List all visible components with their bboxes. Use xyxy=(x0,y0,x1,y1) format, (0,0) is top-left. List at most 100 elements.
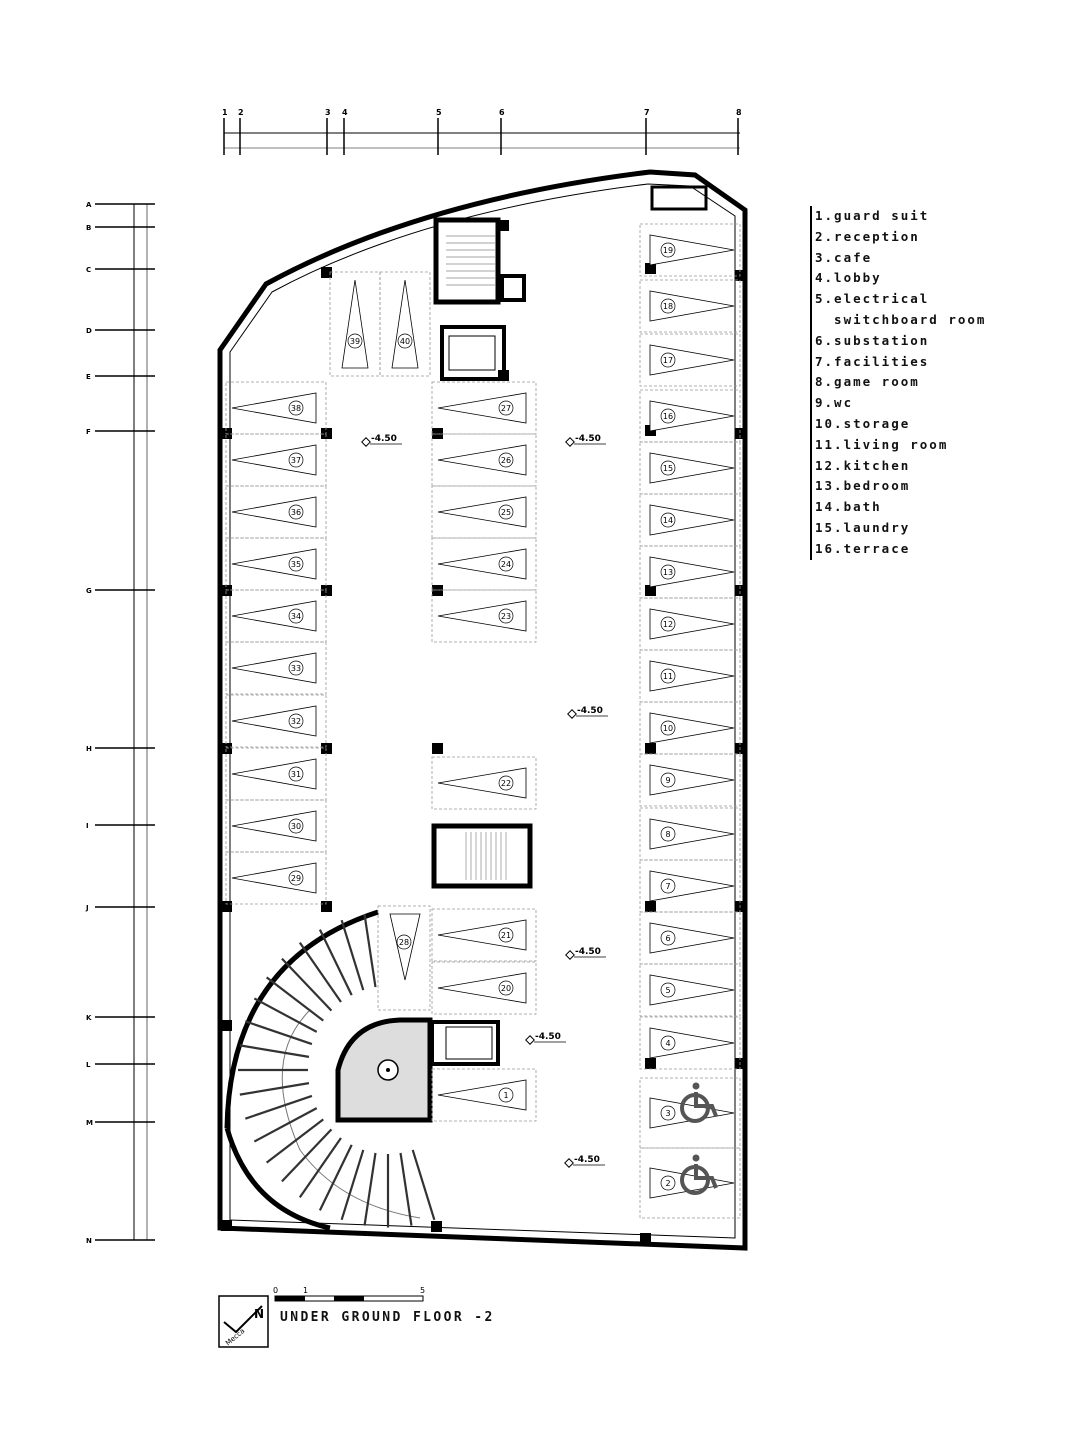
parking-bay-outline xyxy=(379,271,431,377)
ramp-stroke xyxy=(244,1094,313,1120)
parking-spot: 39 xyxy=(329,271,381,377)
ramp-stroke xyxy=(318,1144,353,1211)
parking-spot: 8 xyxy=(639,807,741,861)
spiral-ramp-outer xyxy=(224,909,379,1129)
ramp-stroke xyxy=(253,997,318,1033)
parking-spot: 30 xyxy=(225,799,327,853)
spot-number: 25 xyxy=(501,508,511,517)
legend-item: 1.guard suit xyxy=(815,208,930,223)
row-grid-label: J xyxy=(85,904,89,912)
spot-number: 3 xyxy=(665,1109,670,1118)
level-label: -4.50 xyxy=(575,947,601,957)
spot-number: 10 xyxy=(663,724,673,733)
parking-wedge xyxy=(231,862,317,894)
spot-number-circle xyxy=(660,982,676,998)
parking-spot: 13 xyxy=(639,545,741,599)
spot-number: 4 xyxy=(665,1039,670,1048)
parking-spot: 23 xyxy=(431,589,537,643)
parking-spot: 10 xyxy=(639,701,741,755)
column xyxy=(735,585,746,596)
wheelchair-head xyxy=(692,1082,700,1090)
spot-number: 7 xyxy=(665,882,670,891)
ramp-stroke xyxy=(244,1020,313,1046)
legend-item: 5.electrical switchboard room xyxy=(815,291,987,327)
spot-number-circle xyxy=(288,713,304,729)
spot-number: 12 xyxy=(663,620,673,629)
column-grid-label: 5 xyxy=(436,108,442,117)
spot-number: 2 xyxy=(665,1179,670,1188)
legend-item: 9.wc xyxy=(815,395,854,411)
column xyxy=(221,1020,232,1031)
parking-wedge xyxy=(649,400,735,432)
parking-wedge xyxy=(649,870,735,902)
spot-number-circle xyxy=(288,870,304,886)
parking-spot: 27 xyxy=(431,381,537,435)
column xyxy=(221,901,232,912)
spot-number-circle xyxy=(660,1175,676,1191)
row-grid-label: E xyxy=(86,373,91,381)
spot-number: 38 xyxy=(291,404,301,413)
ramp-stroke xyxy=(340,919,365,991)
parking-spot: 32 xyxy=(225,694,327,748)
parking-spot: 36 xyxy=(225,485,327,539)
spot-number: 20 xyxy=(501,984,511,993)
outer-wall xyxy=(217,169,748,1251)
spot-number: 18 xyxy=(663,302,673,311)
parking-spot: 29 xyxy=(225,851,327,905)
north-compass: Mecca N xyxy=(218,1295,269,1348)
parking-wedge xyxy=(649,504,735,536)
spot-number: 6 xyxy=(665,934,670,943)
parking-spot: 20 xyxy=(431,961,537,1015)
row-grid-label: G xyxy=(86,587,92,595)
legend-item: 8.game room xyxy=(815,374,920,390)
spot-number-circle xyxy=(288,400,304,416)
legend-item: 11.living room xyxy=(815,436,949,452)
wheelchair-head xyxy=(692,1154,700,1162)
spot-number-circle xyxy=(660,1105,676,1121)
wheelchair-body xyxy=(694,1164,718,1189)
scale-label-1: 1 xyxy=(303,1286,308,1295)
column xyxy=(735,1058,746,1069)
ramp-stroke xyxy=(298,941,342,1003)
legend-item: 13.bedroom xyxy=(815,478,911,494)
spot-number: 8 xyxy=(665,830,670,839)
parking-spot: 19 xyxy=(639,223,741,277)
spot-number-circle xyxy=(288,766,304,782)
parking-bay-outline xyxy=(639,1147,741,1219)
column xyxy=(321,585,332,596)
parking-spot: 12 xyxy=(639,597,741,651)
legend-item: 12.kitchen xyxy=(815,457,911,473)
ramp-stroke xyxy=(340,1149,365,1221)
parking-wedge xyxy=(649,290,735,322)
row-grid-label: L xyxy=(86,1061,91,1069)
ramp-stroke xyxy=(399,1152,413,1226)
column-grid-label: 7 xyxy=(644,108,650,117)
parking-wedge xyxy=(649,818,735,850)
spot-number: 40 xyxy=(400,337,410,346)
spot-number: 36 xyxy=(291,508,301,517)
parking-wedge xyxy=(649,712,735,744)
column xyxy=(432,585,443,596)
spot-number: 29 xyxy=(291,874,301,883)
parking-spot: 37 xyxy=(225,433,327,487)
ramp-stroke xyxy=(363,914,377,988)
spot-number-circle xyxy=(660,878,676,894)
spot-number: 35 xyxy=(291,560,301,569)
ramp-stroke xyxy=(363,1152,377,1226)
spot-number: 32 xyxy=(291,717,301,726)
row-grid-label: F xyxy=(86,428,91,436)
level-label: -4.50 xyxy=(371,434,397,444)
level-label: -4.50 xyxy=(574,1155,600,1165)
parking-wedge xyxy=(437,919,527,951)
row-grid-label: N xyxy=(86,1237,92,1245)
parking-wedge xyxy=(649,974,735,1006)
ramp-area xyxy=(650,185,708,211)
spot-number: 30 xyxy=(291,822,301,831)
parking-bay-outline xyxy=(639,333,741,387)
parking-wedge xyxy=(391,279,419,369)
level-markers: -4.50-4.50-4.50-4.50-4.50-4.50 xyxy=(361,434,608,1168)
spot-number: 33 xyxy=(291,664,301,673)
parking-spot: 6 xyxy=(639,911,741,965)
parking-bay-outline xyxy=(225,381,327,435)
